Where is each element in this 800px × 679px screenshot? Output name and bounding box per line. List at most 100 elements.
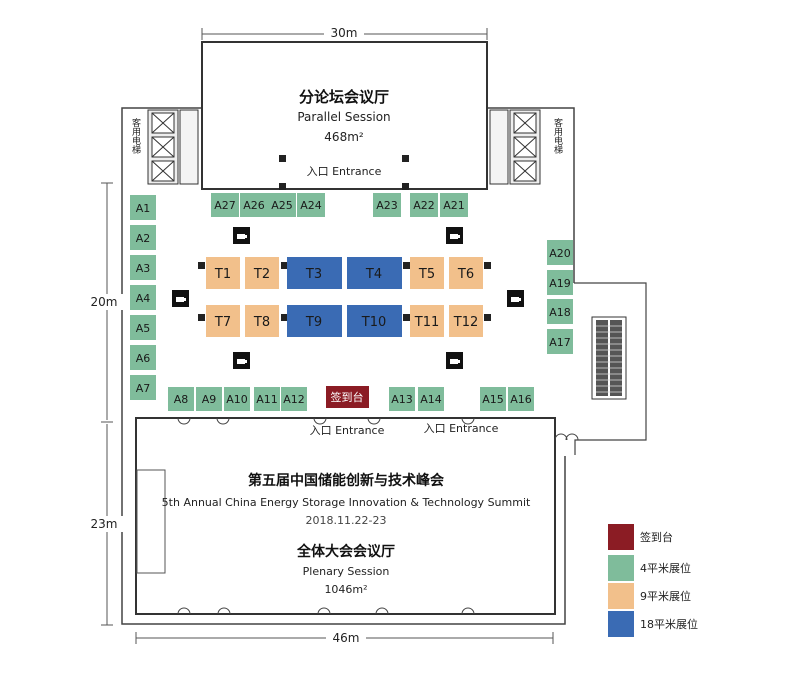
booth-a6[interactable]	[130, 345, 156, 370]
booth-a5[interactable]	[130, 315, 156, 340]
parallel-hall-title-en: Parallel Session	[297, 110, 390, 124]
booth-a9[interactable]	[196, 387, 222, 411]
booth-a3[interactable]	[130, 255, 156, 280]
booth-t8[interactable]	[245, 305, 279, 337]
booth-t1-label: T1	[214, 267, 231, 282]
booth-a15[interactable]	[480, 387, 506, 411]
booth-a20[interactable]	[547, 240, 573, 265]
booth-t12[interactable]	[449, 305, 483, 337]
booth-a4-label: A4	[136, 292, 151, 305]
booth-a21[interactable]	[440, 193, 468, 217]
booth-t8-label: T8	[253, 315, 270, 330]
booth-t5-label: T5	[418, 267, 435, 282]
booth-a25-label: A25	[271, 199, 293, 212]
booth-a25[interactable]	[268, 193, 296, 217]
booth-a22[interactable]	[410, 193, 438, 217]
coffee-icon	[233, 227, 250, 244]
booth-a8[interactable]	[168, 387, 194, 411]
legend: 签到台 4平米展位 9平米展位 18平米展位	[608, 524, 698, 637]
booth-a22-label: A22	[413, 199, 435, 212]
parallel-hall-entrance: 入口 Entrance	[307, 165, 382, 178]
booth-a24[interactable]	[297, 193, 325, 217]
summit-name-cn: 第五届中国储能创新与技术峰会	[248, 472, 445, 489]
elevator-label-right: 客用电梯	[552, 117, 563, 155]
legend-swatch-18sqm	[608, 611, 634, 637]
booth-a17[interactable]	[547, 329, 573, 354]
booth-a16-label: A16	[510, 393, 532, 406]
plenary-entrance-left: 入口 Entrance	[310, 424, 385, 437]
booths-18sqm: T3 T4 T9 T10	[287, 257, 402, 337]
summit-name-en: 5th Annual China Energy Storage Innovati…	[162, 496, 531, 509]
booth-t1[interactable]	[206, 257, 240, 289]
booths-4sqm: A1 A2 A3 A4 A5 A6 A7 A8 A9 A10 A11 A12 A…	[130, 193, 573, 411]
escalator-area	[574, 282, 647, 455]
booth-a20-label: A20	[549, 247, 571, 260]
registration-desk-label: 签到台	[331, 390, 364, 404]
booth-a4[interactable]	[130, 285, 156, 310]
plenary-hall-title-en: Plenary Session	[303, 565, 390, 578]
booth-t12-label: T12	[453, 315, 478, 330]
registration-desk[interactable]	[326, 386, 369, 408]
pillar-icon	[198, 262, 491, 321]
booth-a11-label: A11	[256, 393, 278, 406]
booth-a19[interactable]	[547, 270, 573, 295]
door-icon	[177, 417, 579, 615]
summit-dates: 2018.11.22-23	[306, 514, 387, 527]
booth-a18[interactable]	[547, 299, 573, 324]
booth-t10[interactable]	[347, 305, 402, 337]
booth-t4[interactable]	[347, 257, 402, 289]
booth-a26[interactable]	[240, 193, 268, 217]
parallel-session-hall	[201, 41, 488, 190]
booth-a13-label: A13	[391, 393, 413, 406]
coffee-icon	[507, 290, 524, 307]
booth-a10-label: A10	[226, 393, 248, 406]
booth-a9-label: A9	[202, 393, 217, 406]
booth-t9[interactable]	[287, 305, 342, 337]
booth-a26-label: A26	[243, 199, 265, 212]
booth-a2[interactable]	[130, 225, 156, 250]
plenary-hall-title-cn: 全体大会会议厅	[296, 543, 395, 560]
booth-a15-label: A15	[482, 393, 504, 406]
booth-a16[interactable]	[508, 387, 534, 411]
booth-a12[interactable]	[281, 387, 307, 411]
booth-a5-label: A5	[136, 322, 151, 335]
booth-t7[interactable]	[206, 305, 240, 337]
parallel-hall-title-cn: 分论坛会议厅	[299, 88, 389, 106]
legend-swatch-4sqm	[608, 555, 634, 581]
booth-a1[interactable]	[130, 195, 156, 220]
booth-t10-label: T10	[361, 315, 386, 330]
booth-a14[interactable]	[418, 387, 444, 411]
booth-t6[interactable]	[449, 257, 483, 289]
booth-t2[interactable]	[245, 257, 279, 289]
booth-a3-label: A3	[136, 262, 151, 275]
booth-a7[interactable]	[130, 375, 156, 400]
booth-t9-label: T9	[305, 315, 322, 330]
legend-label-9sqm: 9平米展位	[640, 589, 691, 603]
booth-a12-label: A12	[283, 393, 305, 406]
booth-a23[interactable]	[373, 193, 401, 217]
booth-a27[interactable]	[211, 193, 239, 217]
parallel-hall-area: 468m²	[324, 130, 364, 144]
elevator-label-left: 客用电梯	[130, 117, 141, 155]
booth-a21-label: A21	[443, 199, 465, 212]
dimension-left-lower-label: 23m	[91, 517, 118, 531]
plenary-stage	[136, 469, 166, 574]
booth-t3[interactable]	[287, 257, 342, 289]
booth-a10[interactable]	[224, 387, 250, 411]
escalator-icon	[591, 316, 627, 400]
elevator-icon-left	[147, 109, 199, 185]
booth-a24-label: A24	[300, 199, 322, 212]
building-wall	[121, 107, 575, 625]
dimension-left	[101, 182, 113, 626]
booth-t5[interactable]	[410, 257, 444, 289]
dimension-top-label: 30m	[331, 26, 358, 40]
booth-a14-label: A14	[420, 393, 442, 406]
booth-a11[interactable]	[254, 387, 280, 411]
booth-a13[interactable]	[389, 387, 415, 411]
dimension-left-upper-label: 20m	[91, 295, 118, 309]
booth-a8-label: A8	[174, 393, 189, 406]
booth-t11[interactable]	[410, 305, 444, 337]
booth-a7-label: A7	[136, 382, 151, 395]
booth-t2-label: T2	[253, 267, 270, 282]
